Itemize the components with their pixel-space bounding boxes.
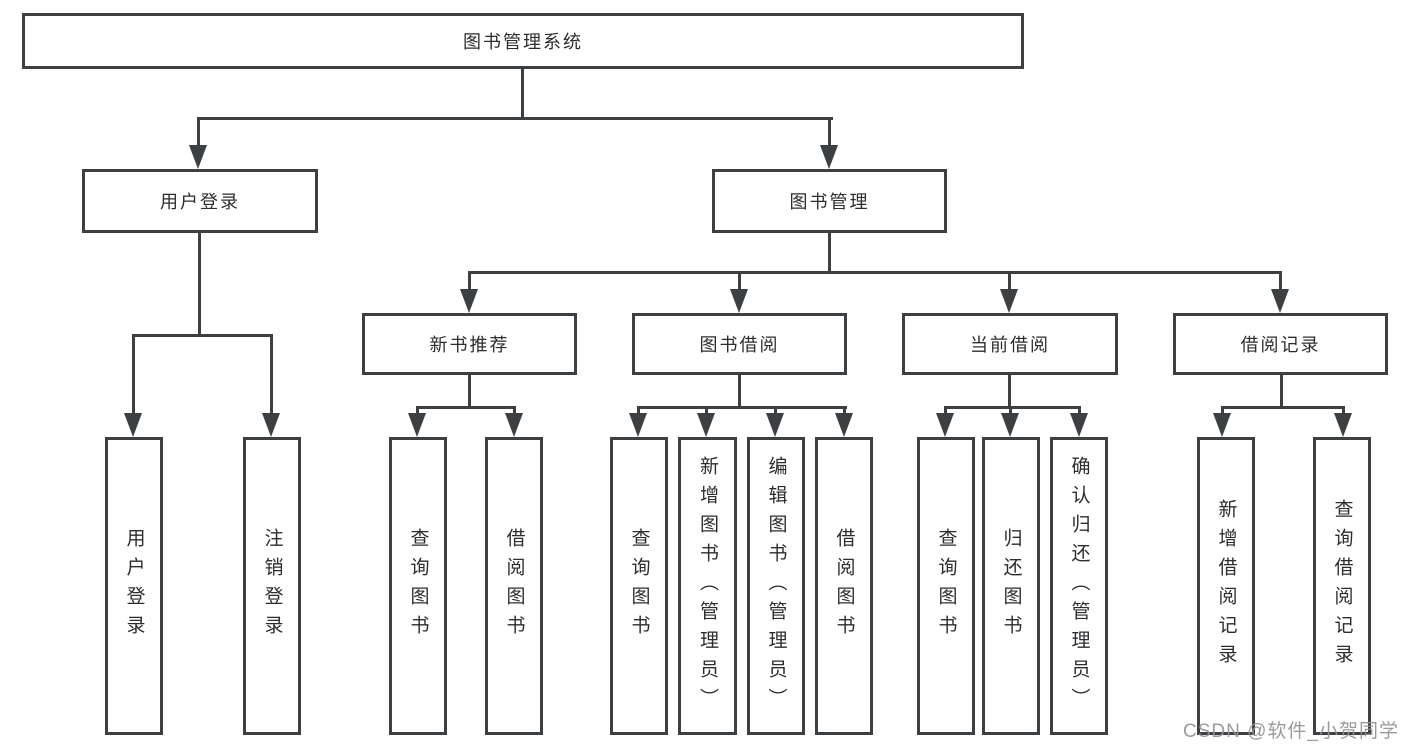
leaf-borrow-query-books: 查询图书 [610, 437, 668, 735]
csdn-watermark: CSDN @软件_小贺同学 [1183, 721, 1399, 742]
node-book-borrow: 图书借阅 [632, 313, 847, 375]
arrowhead-down-icon [1334, 413, 1352, 437]
node-current-borrow: 当前借阅 [902, 313, 1118, 375]
arrowhead-down-icon [835, 413, 853, 437]
leaf-borrow-add-books-admin: 新增图书（管理员） [678, 437, 737, 735]
leaf-records-add-record: 新增借阅记录 [1197, 437, 1255, 735]
connector-line [132, 334, 135, 416]
arrowhead-down-icon [408, 413, 426, 437]
node-user-login: 用户登录 [82, 169, 318, 233]
connector-line [468, 375, 471, 408]
arrowhead-down-icon [262, 413, 280, 437]
connector-line [828, 233, 831, 273]
leaf-current-return-books: 归还图书 [982, 437, 1040, 735]
connector-line [1008, 271, 1011, 295]
leaf-current-confirm-return-admin: 确认归还（管理员） [1050, 437, 1108, 735]
connector-line [416, 406, 516, 409]
arrowhead-down-icon [629, 413, 647, 437]
leaf-newbooks-borrow-books: 借阅图书 [485, 437, 543, 735]
connector-line [197, 117, 833, 120]
connector-line [1280, 375, 1283, 408]
arrowhead-down-icon [1000, 289, 1018, 313]
node-root: 图书管理系统 [22, 13, 1024, 69]
leaf-user-login: 用户登录 [105, 437, 163, 735]
node-new-book-recommend: 新书推荐 [362, 313, 577, 375]
connector-line [468, 271, 471, 295]
arrowhead-down-icon [936, 413, 954, 437]
arrowhead-down-icon [1001, 413, 1019, 437]
arrowhead-down-icon [189, 145, 207, 169]
arrowhead-down-icon [1213, 413, 1231, 437]
arrowhead-down-icon [1070, 413, 1088, 437]
connector-line [132, 334, 273, 337]
arrowhead-down-icon [1271, 289, 1289, 313]
connector-line [468, 271, 1282, 274]
connector-line [944, 406, 1081, 409]
connector-line [738, 271, 741, 295]
connector-line [1008, 375, 1011, 408]
node-book-management: 图书管理 [712, 169, 947, 233]
arrowhead-down-icon [124, 413, 142, 437]
connector-line [738, 375, 741, 408]
connector-line [1279, 271, 1282, 295]
arrowhead-down-icon [766, 413, 784, 437]
arrowhead-down-icon [460, 289, 478, 313]
leaf-borrow-edit-books-admin: 编辑图书（管理员） [747, 437, 805, 735]
connector-line [198, 232, 201, 336]
arrowhead-down-icon [697, 413, 715, 437]
connector-line [1221, 406, 1345, 409]
arrowhead-down-icon [505, 413, 523, 437]
arrowhead-down-icon [820, 145, 838, 169]
node-borrow-records: 借阅记录 [1173, 313, 1388, 375]
connector-line [521, 69, 524, 119]
connector-line [197, 117, 200, 151]
leaf-newbooks-query-books: 查询图书 [389, 437, 447, 735]
leaf-current-query-books: 查询图书 [917, 437, 975, 735]
connector-line [270, 334, 273, 416]
connector-line [828, 117, 831, 151]
leaf-borrow-borrow-books: 借阅图书 [815, 437, 873, 735]
leaf-records-query-record: 查询借阅记录 [1313, 437, 1371, 735]
connector-line [637, 406, 847, 409]
leaf-logout: 注销登录 [243, 437, 301, 735]
arrowhead-down-icon [730, 289, 748, 313]
